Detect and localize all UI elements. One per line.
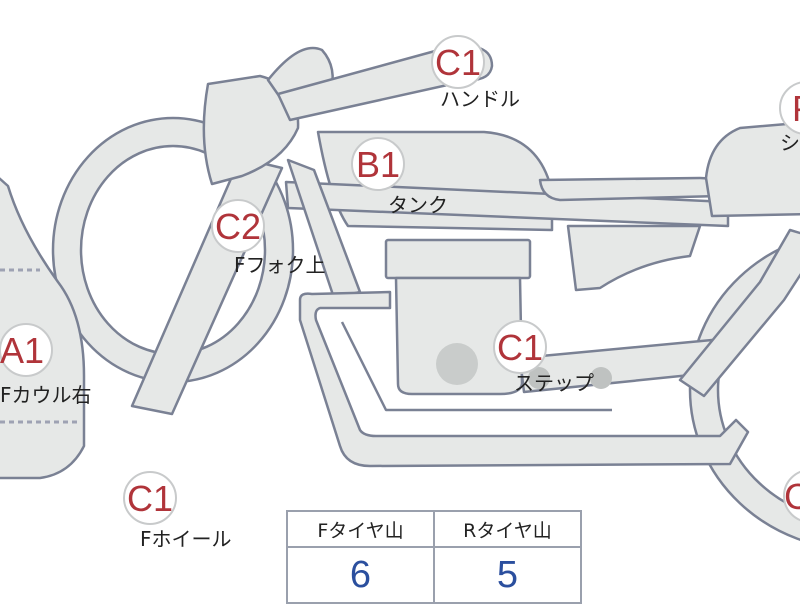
grade-circle <box>351 137 405 191</box>
grade-marker: C <box>783 470 800 522</box>
grade-text: C1 <box>127 478 173 519</box>
grade-circle <box>123 471 177 525</box>
grade-circle <box>493 320 547 374</box>
grade-marker: C1 Fホイール <box>123 471 232 551</box>
cylinder-head <box>384 238 532 280</box>
grade-text: C2 <box>215 206 261 247</box>
grade-text: B1 <box>356 144 400 185</box>
part-label: Fホイール <box>140 527 232 551</box>
part-label: Fカウル右 <box>0 383 92 407</box>
footpeg-dot-right <box>590 367 612 389</box>
rear-frame-rail <box>678 228 800 398</box>
part-label: ハンドル <box>440 87 520 111</box>
grade-text: C1 <box>435 42 481 83</box>
part-label: タンク <box>388 193 448 217</box>
grade-marker: B1 タンク <box>351 137 448 217</box>
rear-tire-header: Rタイヤ山 <box>433 510 582 548</box>
grade-circle <box>0 323 53 377</box>
grade-marker: C2 Fフォク上 <box>211 199 326 277</box>
table-header-row: Fタイヤ山 Rタイヤ山 <box>286 510 582 548</box>
grade-circle <box>779 81 800 135</box>
exhaust-pipe <box>298 290 750 468</box>
grade-text: C <box>784 476 800 517</box>
grade-marker: C1 ステップ <box>493 320 594 395</box>
grade-marker: A1 Fカウル右 <box>0 323 92 407</box>
grade-text: A1 <box>0 330 44 371</box>
grade-marker: C1 ハンドル <box>431 35 520 111</box>
part-label: Fフォク上 <box>234 253 326 277</box>
table-value-row: 6 5 <box>286 546 582 604</box>
tire-tread-table: Fタイヤ山 Rタイヤ山 6 5 <box>286 510 582 604</box>
grade-circle <box>211 199 265 253</box>
part-label: シ <box>780 131 800 155</box>
front-wheel <box>51 116 295 384</box>
seat <box>538 176 722 202</box>
grade-text: C1 <box>497 327 543 368</box>
part-label: ステップ <box>514 371 594 395</box>
lower-frame-loop <box>340 321 612 412</box>
footpeg-dot-left <box>528 367 550 389</box>
engine-block <box>394 276 524 396</box>
side-panel <box>566 224 702 292</box>
tail-cowl <box>704 121 800 218</box>
grade-circle <box>431 35 485 89</box>
front-tire-value: 6 <box>286 546 435 604</box>
rear-tire-value: 5 <box>433 546 582 604</box>
grade-circle <box>783 470 800 522</box>
engine-cover-dot <box>436 343 478 385</box>
front-tire-header: Fタイヤ山 <box>286 510 435 548</box>
grade-text: P <box>792 88 800 129</box>
grade-marker: P シ <box>779 81 800 155</box>
